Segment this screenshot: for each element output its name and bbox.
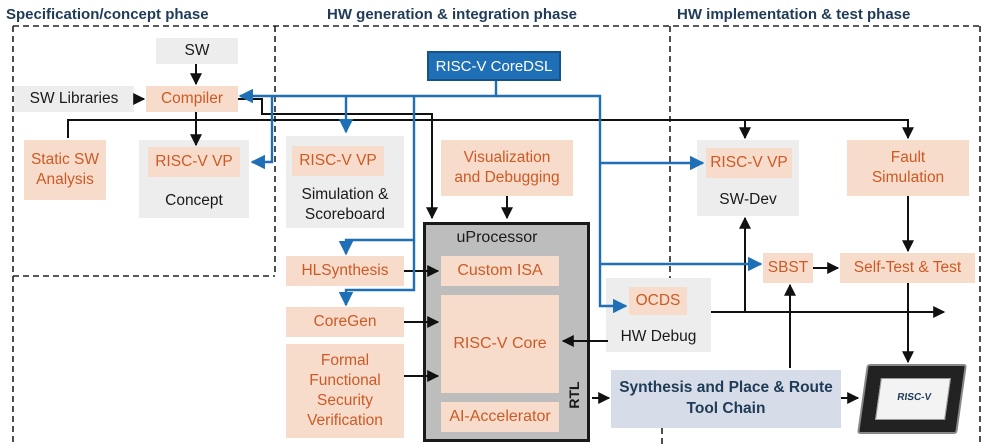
formal-verification-node: Formal Functional Security Verification: [286, 344, 404, 438]
sw-libraries-box: SW Libraries: [14, 86, 134, 112]
ai-accelerator-node: AI-Accelerator: [441, 402, 559, 432]
concept-label: Concept: [165, 191, 223, 209]
self-test-node: Self-Test & Test: [840, 253, 975, 283]
static-sw-analysis-node: Static SW Analysis: [24, 140, 106, 200]
fault-simulation-node: Fault Simulation: [847, 140, 969, 196]
sw-label: SW: [184, 41, 210, 59]
phase-title-hwimpl: HW implementation & test phase: [677, 6, 911, 23]
visualization-debugging-node: Visualization and Debugging: [441, 140, 573, 196]
phase-title-spec: Specification/concept phase: [6, 6, 209, 23]
custom-isa-node: Custom ISA: [441, 256, 559, 286]
phase-title-hwgen: HW generation & integration phase: [327, 6, 578, 23]
hlsynthesis-node: HLSynthesis: [286, 256, 404, 286]
synthesis-toolchain-node: Synthesis and Place & Route Tool Chain: [611, 370, 841, 428]
coregen-node: CoreGen: [286, 307, 404, 337]
phase-boundaries: [12, 25, 981, 446]
riscv-core-node: RISC-V Core: [441, 295, 559, 393]
uprocessor-label: uProcessor: [456, 228, 538, 246]
sw-dev-label: SW-Dev: [719, 190, 777, 208]
sw-box: SW: [156, 38, 238, 64]
ocds-node: OCDS: [629, 287, 687, 315]
simulation-scoreboard-label: Simulation & Scoreboard: [301, 185, 389, 223]
riscv-coredsl-node: RISC-V CoreDSL: [427, 51, 561, 81]
hw-debug-label: HW Debug: [620, 327, 697, 345]
compiler-node: Compiler: [146, 86, 238, 112]
riscv-vp-concept-node: RISC-V VP: [148, 147, 240, 177]
riscv-vp-sim-node: RISC-V VP: [292, 146, 384, 176]
black-arrows: [67, 64, 946, 404]
riscv-vp-swdev-node: RISC-V VP: [706, 148, 792, 178]
sw-libraries-label: SW Libraries: [29, 89, 119, 107]
blue-arrows: [238, 81, 763, 314]
sbst-node: SBST: [763, 253, 813, 283]
